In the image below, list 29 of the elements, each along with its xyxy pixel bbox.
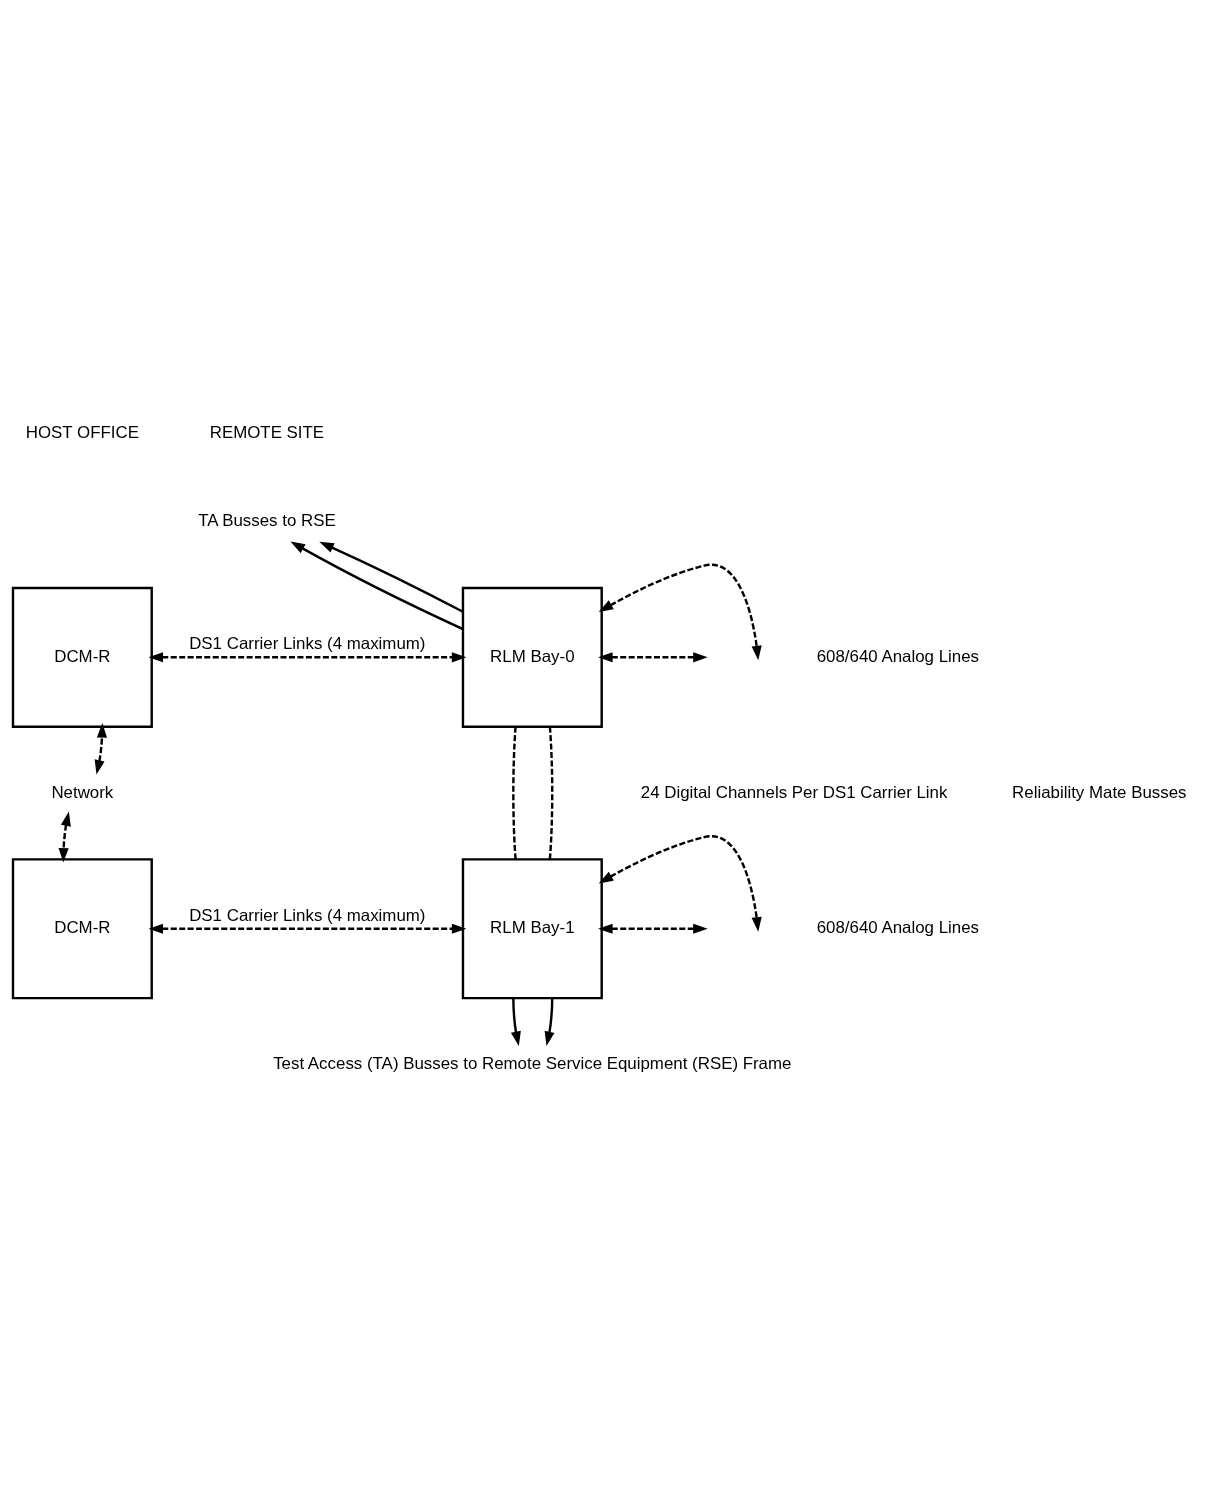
- edge-label: DS1 Carrier Links (4 maximum): [189, 905, 426, 925]
- node-box: DCM-R: [11, 857, 153, 999]
- label: 608/640 Analog Lines: [816, 917, 980, 937]
- arrow: [319, 541, 464, 613]
- arrow: [598, 923, 708, 934]
- arrow: [544, 997, 555, 1046]
- arrow: [290, 541, 464, 630]
- node-text: TA Busses to RSE: [198, 510, 336, 530]
- node-box: DCM-R: [11, 586, 153, 728]
- connector: [512, 726, 517, 859]
- label: 608/640 Analog Lines: [816, 646, 980, 666]
- label: HOST OFFICE: [25, 422, 139, 442]
- arrow: [58, 811, 71, 863]
- arrow: [598, 651, 708, 662]
- node-text: Network: [51, 782, 114, 801]
- arrow: [510, 997, 521, 1046]
- arrow: [94, 722, 108, 775]
- arrow: [148, 923, 467, 934]
- arrow: [148, 651, 467, 662]
- edge-label: DS1 Carrier Links (4 maximum): [189, 633, 426, 653]
- label: Reliability Mate Busses: [1012, 782, 1187, 801]
- connector: [548, 726, 554, 859]
- node-box: RLM Bay-0: [461, 586, 603, 728]
- arrow: [598, 834, 762, 932]
- node-box: RLM Bay-1: [461, 857, 603, 999]
- label: 24 Digital Channels Per DS1 Carrier Link: [640, 782, 948, 801]
- arrow: [598, 563, 762, 660]
- label: REMOTE SITE: [209, 422, 325, 442]
- node-text: Test Access (TA) Busses to Remote Service Equipment (RSE) Frame: [273, 1053, 792, 1073]
